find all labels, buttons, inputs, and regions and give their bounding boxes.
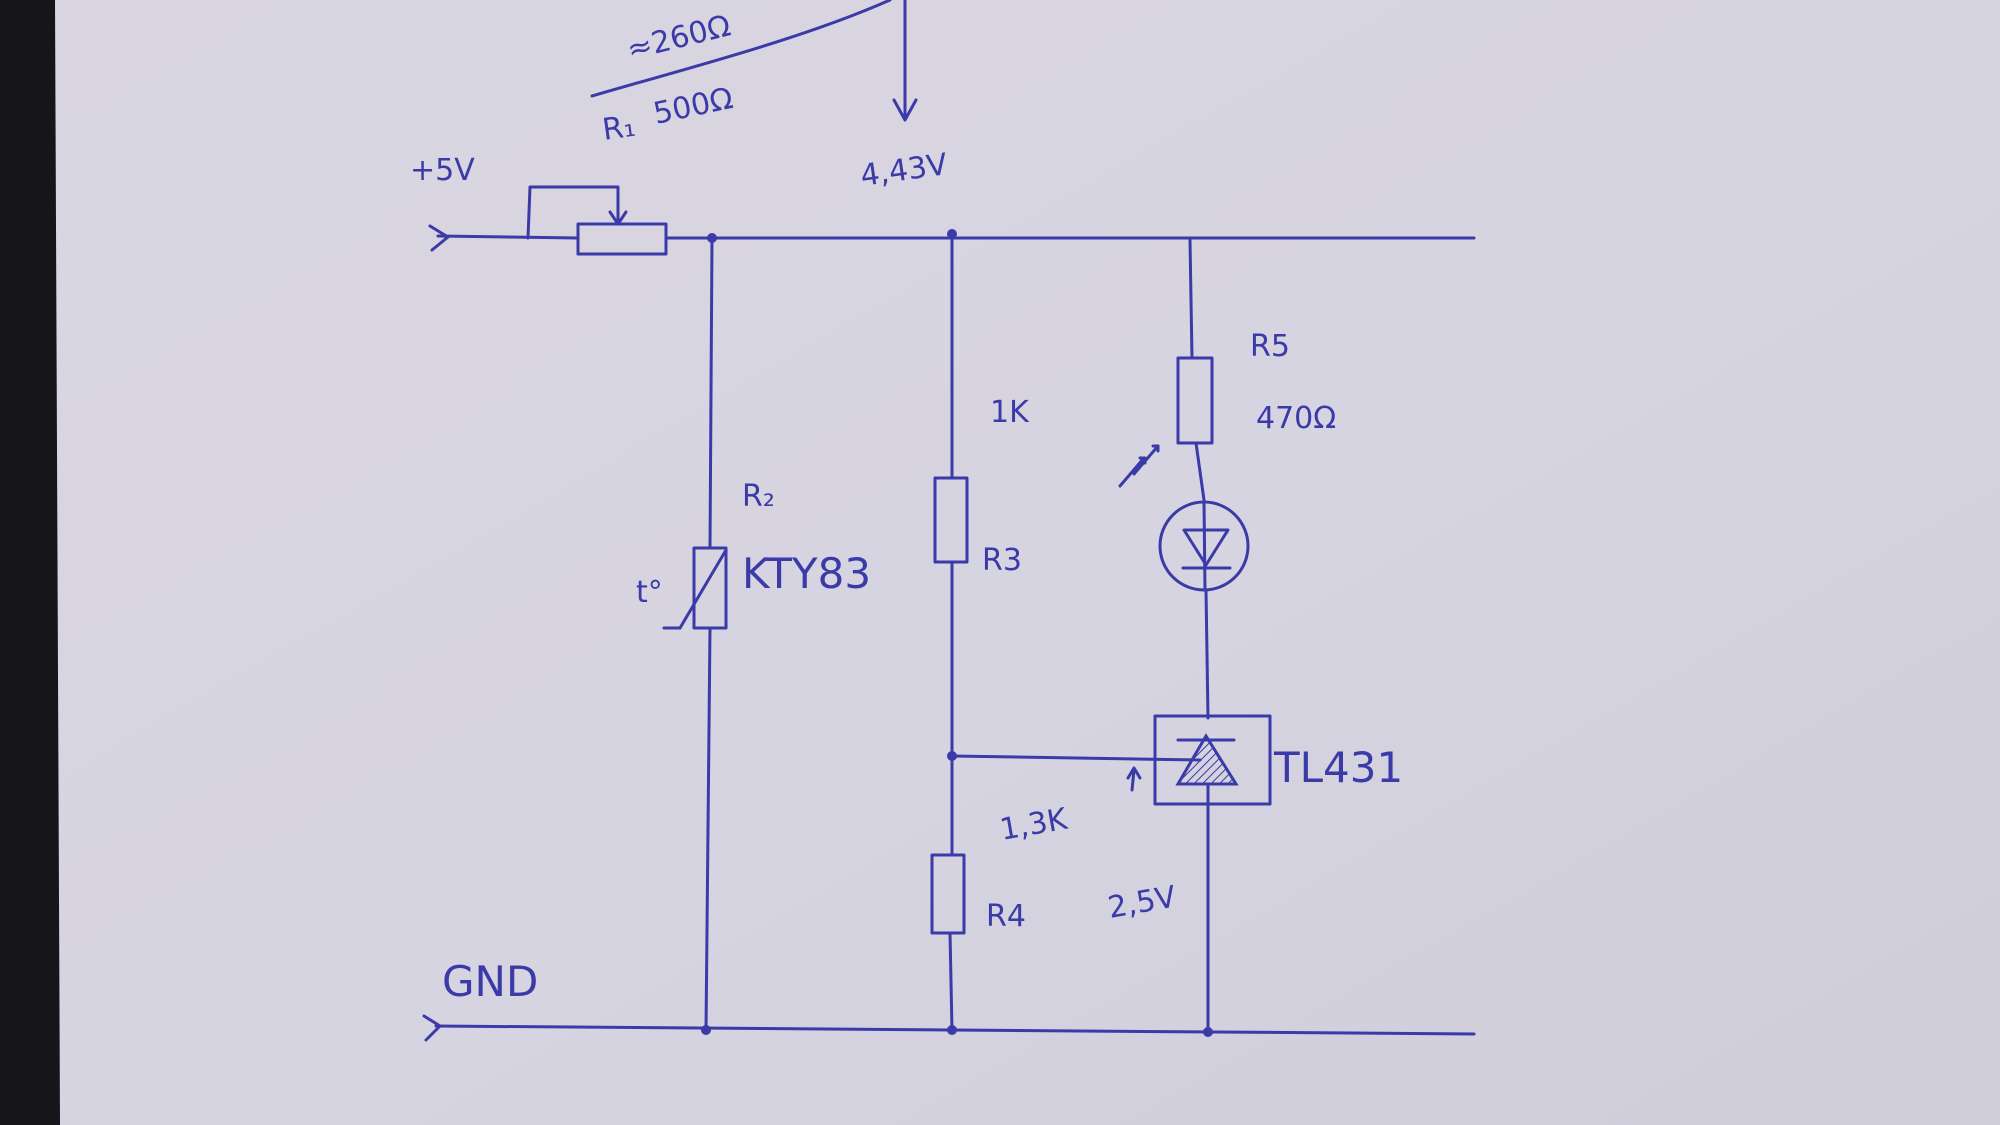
r1-annotation xyxy=(590,0,918,122)
label-r2-part: KTY83 xyxy=(742,549,871,598)
label-r4-value: 1,3K xyxy=(997,801,1071,847)
node-gnd-tl xyxy=(1203,1027,1213,1037)
label-r3-name: R3 xyxy=(982,543,1022,578)
node-gnd-r4 xyxy=(947,1025,957,1035)
label-gnd: GND xyxy=(442,957,538,1006)
tl431-symbol xyxy=(1126,714,1272,1032)
label-r5-value: 470Ω xyxy=(1256,401,1336,436)
ref-wire xyxy=(950,754,1202,762)
label-r4-name: R4 xyxy=(986,899,1026,934)
label-node-voltage: 4,43V xyxy=(858,147,950,194)
top-rail xyxy=(428,224,1476,252)
label-ref-voltage: 2,5V xyxy=(1105,879,1179,925)
label-r2-name: R₂ xyxy=(742,479,775,514)
label-r2-temp: t° xyxy=(636,575,663,610)
label-tl-part: TL431 xyxy=(1273,743,1403,792)
label-r5-name: R5 xyxy=(1250,329,1290,364)
node-gnd-r2 xyxy=(701,1025,711,1035)
label-r1-name: R₁ xyxy=(600,109,637,148)
label-vplus: +5V xyxy=(410,153,475,188)
r2-branch xyxy=(662,236,728,1032)
label-r1-value: 500Ω xyxy=(650,81,736,132)
r5-led-branch xyxy=(1118,238,1250,720)
r1-potentiometer xyxy=(526,185,668,256)
r3-r4-branch xyxy=(930,232,969,1032)
label-r3-value: 1K xyxy=(990,395,1030,430)
